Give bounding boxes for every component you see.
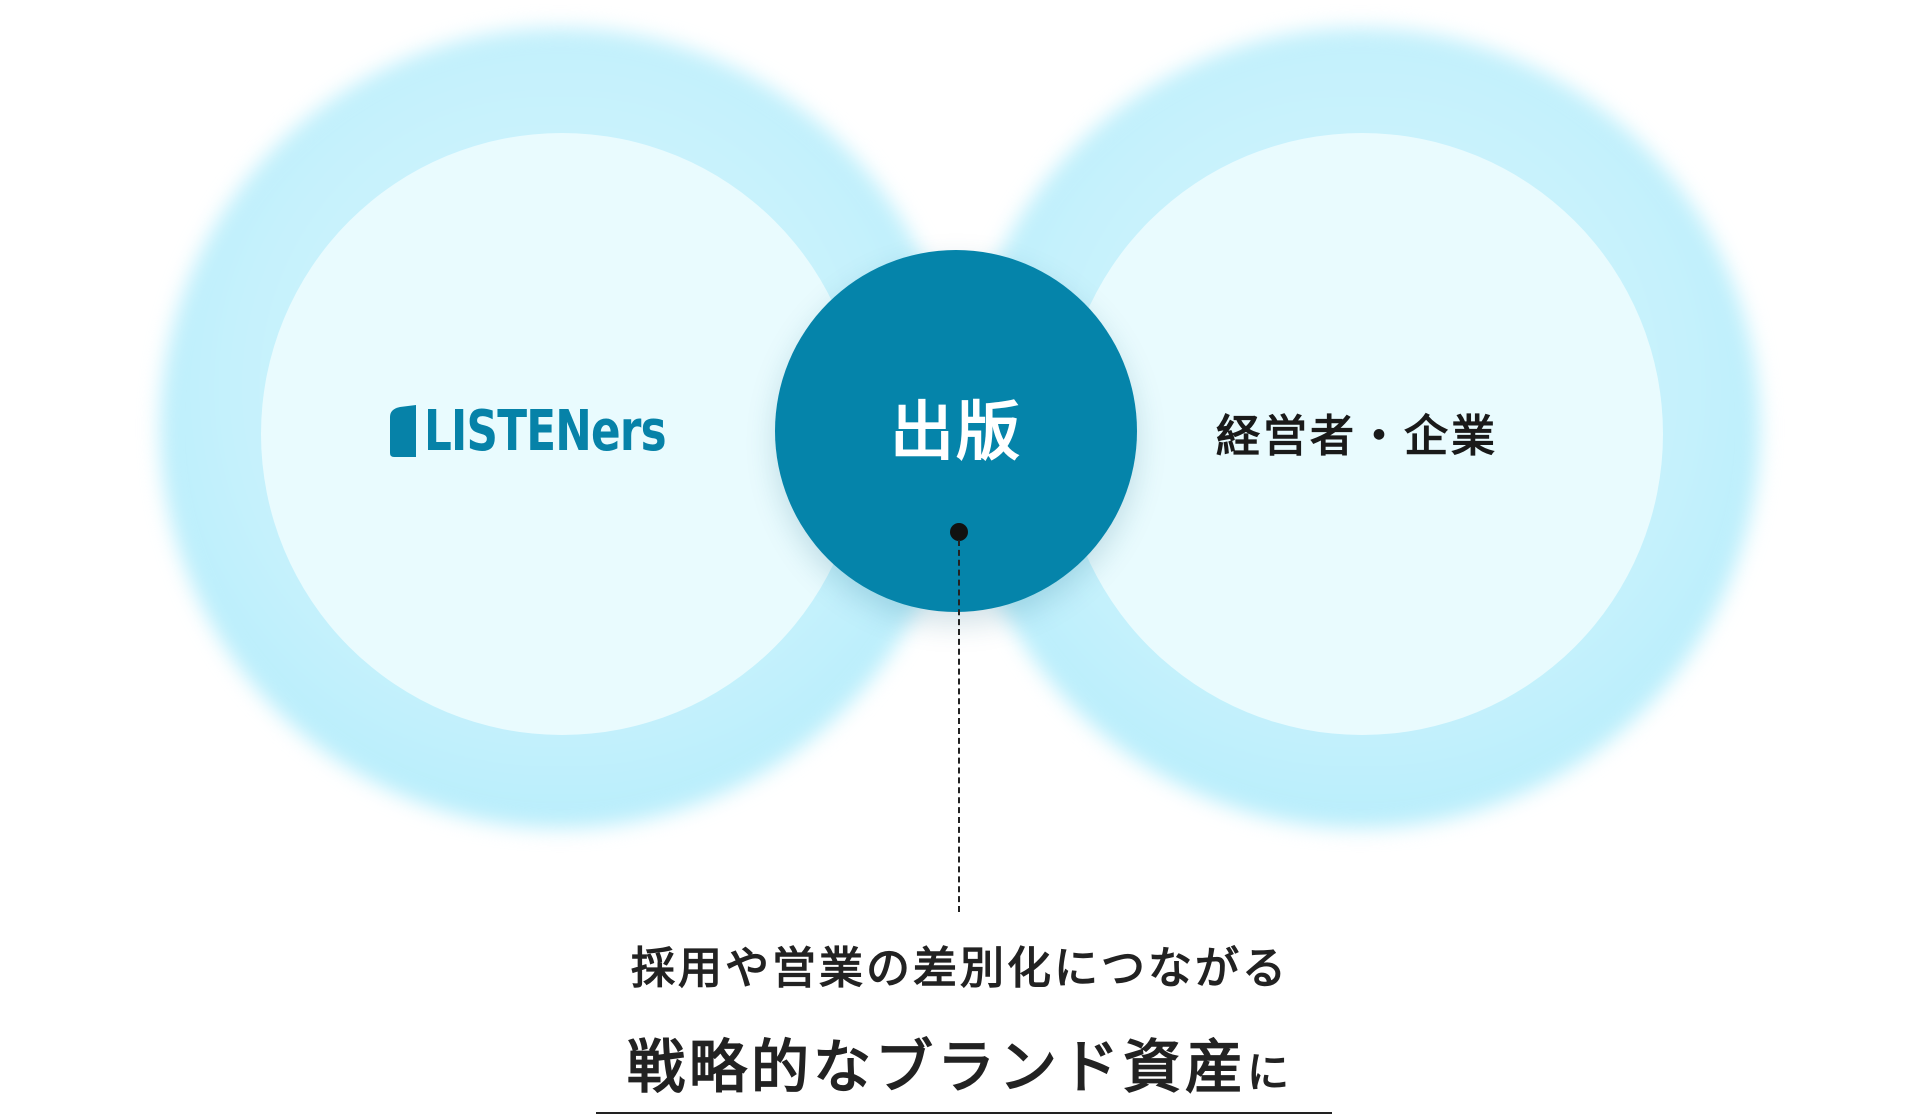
caption-line-2-suffix: に xyxy=(1247,1048,1294,1097)
listeners-logo-text: LISTENers xyxy=(423,398,667,464)
listeners-logo: LISTENers xyxy=(389,398,734,464)
listeners-logo-mark-icon xyxy=(389,405,416,457)
caption-line-1: 採用や営業の差別化につながる xyxy=(631,943,1289,994)
business-label: 経営者・企業 xyxy=(1216,411,1498,462)
caption-line-2-main: 戦略的なブランド資産 xyxy=(626,1033,1247,1101)
connector-dot xyxy=(950,523,968,541)
caption-underline xyxy=(596,1112,1332,1114)
caption-line-2: 戦略的なブランド資産に xyxy=(0,1020,1920,1104)
publishing-circle: 出版 xyxy=(775,250,1137,612)
connector-dashed-line xyxy=(958,540,960,912)
business-circle: 経営者・企業 xyxy=(1061,133,1663,735)
publishing-label: 出版 xyxy=(890,396,1022,470)
listeners-circle: LISTENers xyxy=(261,133,863,735)
